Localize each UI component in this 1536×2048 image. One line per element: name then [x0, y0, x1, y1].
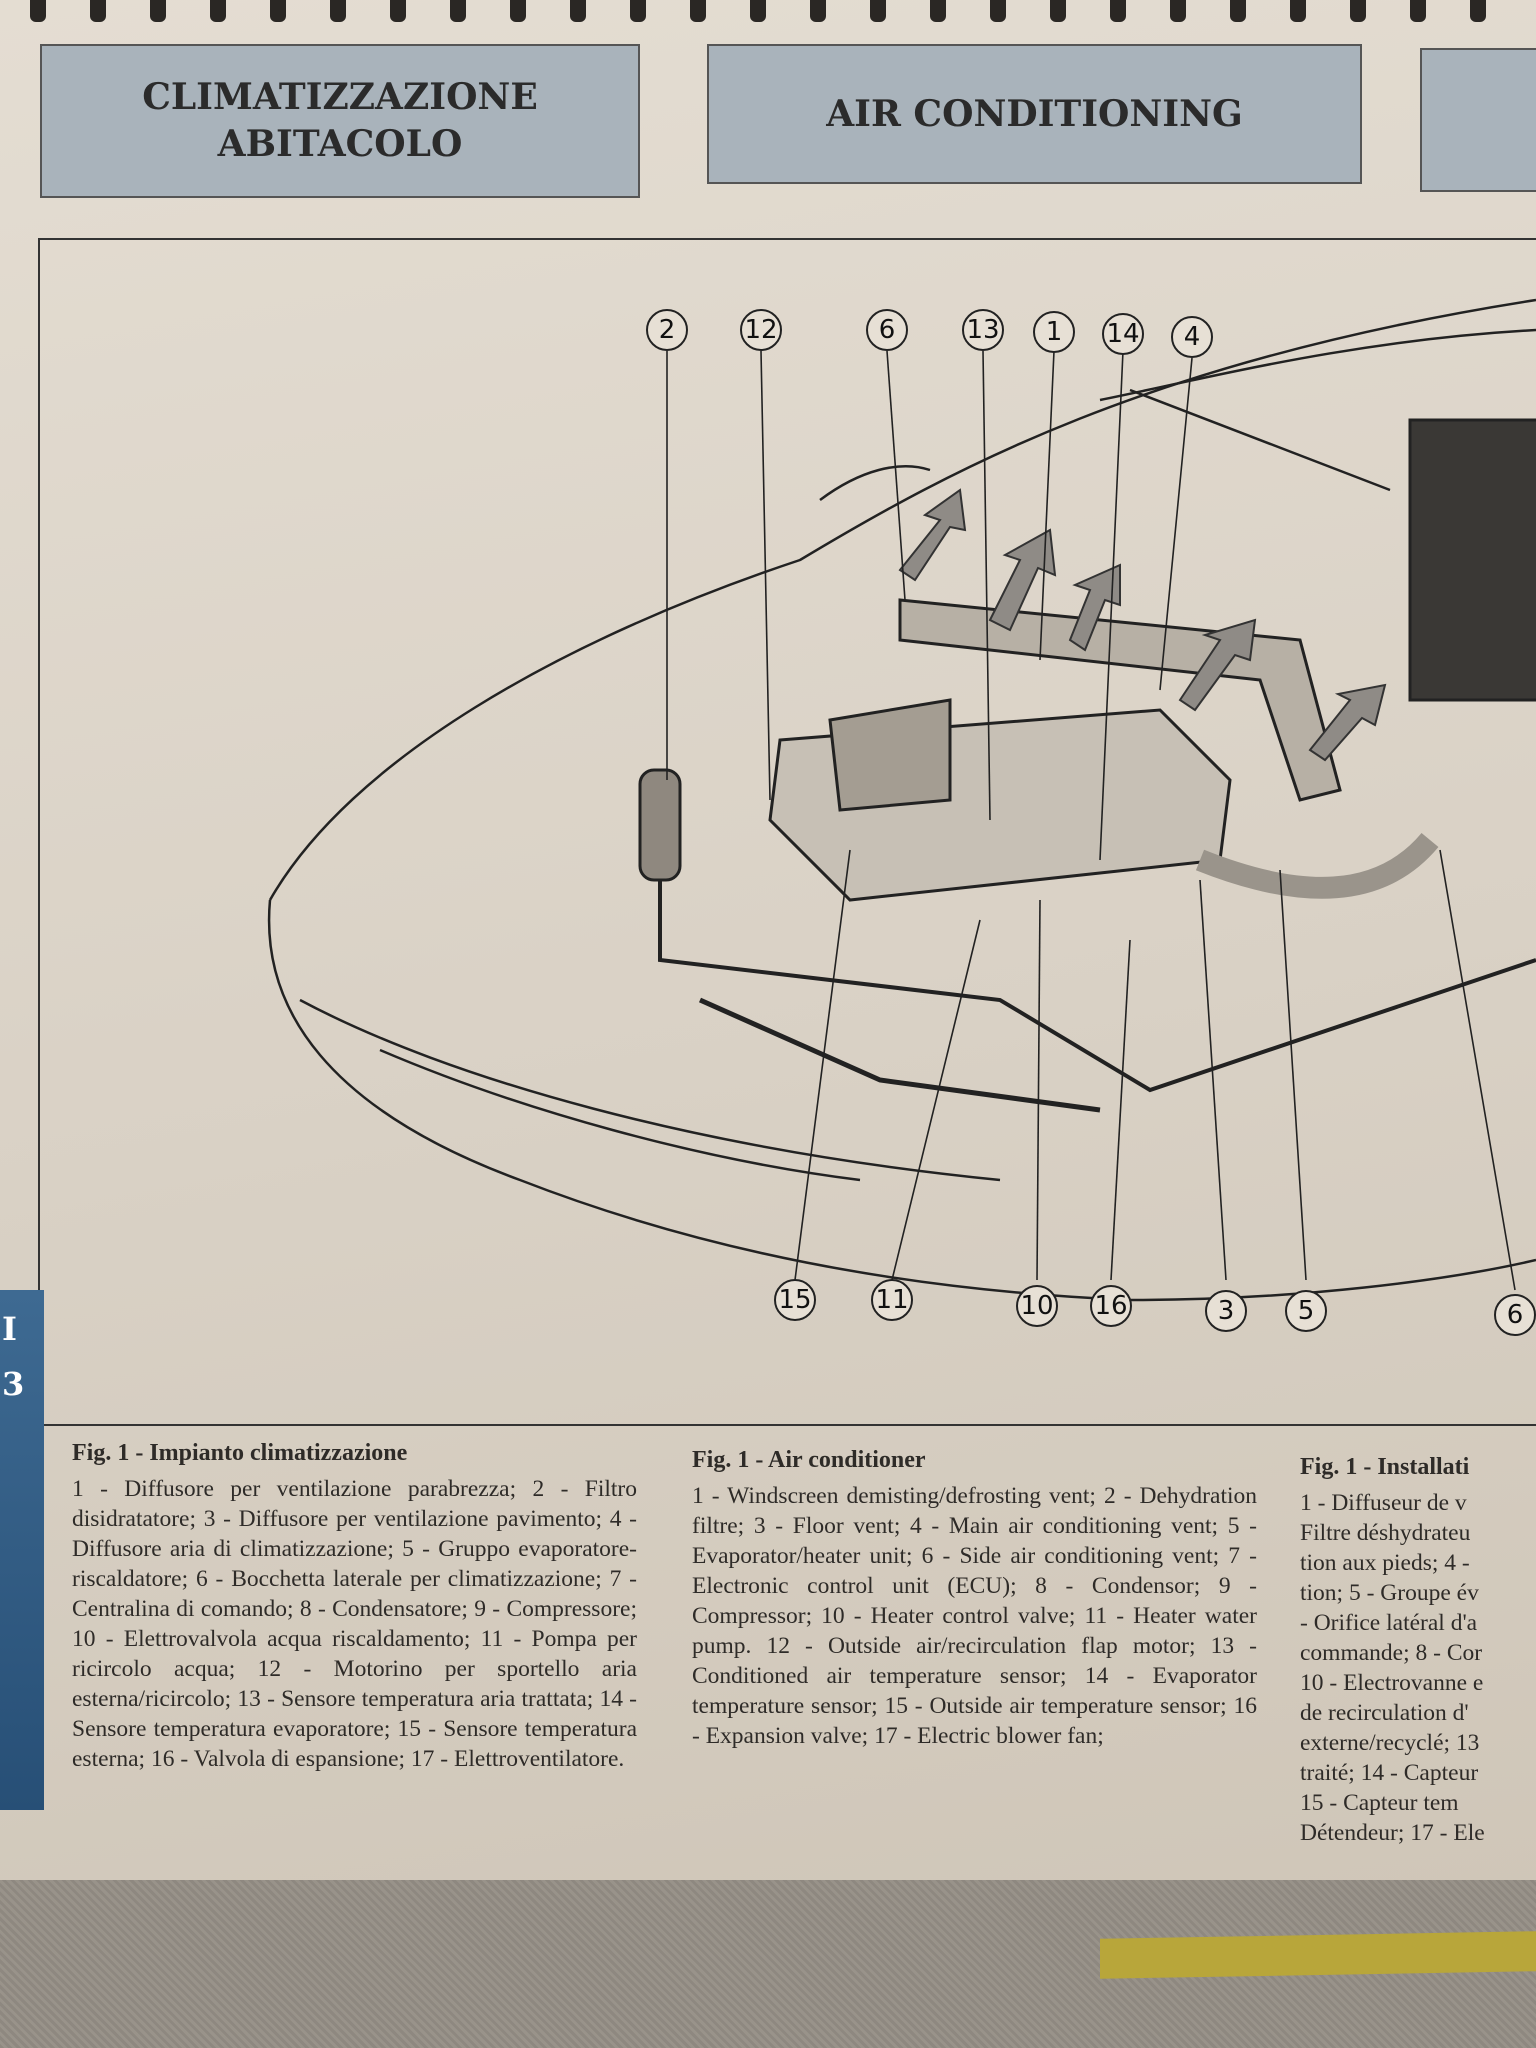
section-tab-line2: 3: [2, 1365, 25, 1403]
caption-french-line: 1 - Diffuseur de v: [1300, 1490, 1467, 1516]
caption-italian-text: 1 - Diffusore per ventilazione parabrezz…: [72, 1476, 637, 1772]
figure-frame: [38, 238, 1536, 1426]
caption-french-line: tion aux pieds; 4 -: [1300, 1550, 1470, 1576]
header-english: AIR CONDITIONING: [707, 44, 1362, 184]
section-tab-line1: I: [2, 1310, 17, 1348]
callout-13: 13: [962, 309, 1004, 351]
callout-3: 3: [1205, 1290, 1247, 1332]
leader-lines: [666, 350, 1516, 1291]
caption-french-line: commande; 8 - Cor: [1300, 1640, 1483, 1666]
caption-italian: Fig. 1 - Impianto climatizzazione 1 - Di…: [72, 1438, 637, 1774]
callout-5: 5: [1285, 1290, 1327, 1332]
callout-15: 15: [774, 1279, 816, 1321]
car-body-outline: [268, 298, 1536, 901]
callout-1: 1: [1033, 311, 1075, 353]
header-english-text: AIR CONDITIONING: [826, 92, 1243, 135]
ac-system-diagram: [267, 298, 1536, 1302]
caption-french-line: 15 - Capteur tem: [1300, 1790, 1459, 1816]
header-italian: CLIMATIZZAZIONE ABITACOLO: [40, 44, 640, 198]
yellow-binder-edge: [1100, 1931, 1536, 1979]
caption-french-line: - Orifice latéral d'a: [1300, 1610, 1478, 1636]
caption-english: Fig. 1 - Air conditioner 1 - Windscreen …: [692, 1445, 1257, 1751]
callout-6-side: 6: [1494, 1294, 1536, 1336]
caption-french: Fig. 1 - Installati 1 - Diffuseur de v F…: [1300, 1452, 1536, 1848]
windscreen-line: [1129, 388, 1391, 492]
callout-14: 14: [1102, 313, 1144, 355]
caption-french-line: traité; 14 - Capteur: [1300, 1760, 1479, 1786]
hvac-unit: [638, 418, 1536, 1113]
caption-french-line: de recirculation d': [1300, 1700, 1469, 1726]
caption-italian-title: Fig. 1 - Impianto climatizzazione: [72, 1440, 408, 1466]
header-italian-text: CLIMATIZZAZIONE ABITACOLO: [142, 76, 538, 165]
callout-12: 12: [740, 309, 782, 351]
caption-french-line: Filtre déshydrateu: [1300, 1520, 1471, 1546]
callout-6: 6: [866, 309, 908, 351]
caption-french-line: externe/recyclé; 13: [1300, 1730, 1480, 1756]
caption-english-text: 1 - Windscreen demisting/defrosting vent…: [692, 1483, 1257, 1749]
caption-french-line: tion; 5 - Groupe év: [1300, 1580, 1479, 1606]
caption-english-title: Fig. 1 - Air conditioner: [692, 1447, 926, 1473]
header-french: [1420, 48, 1536, 192]
caption-french-title: Fig. 1 - Installati: [1300, 1454, 1470, 1480]
airflow-arrows: [898, 488, 1387, 762]
spiral-binding: [0, 0, 1536, 26]
callout-11: 11: [871, 1279, 913, 1321]
callout-2: 2: [646, 309, 688, 351]
section-tab: I 3: [0, 1290, 44, 1810]
caption-french-line: 10 - Electrovanne e: [1300, 1670, 1484, 1696]
callout-10: 10: [1016, 1285, 1058, 1327]
caption-french-line: Détendeur; 17 - Ele: [1300, 1820, 1485, 1846]
callout-16: 16: [1090, 1285, 1132, 1327]
callout-4: 4: [1171, 316, 1213, 358]
